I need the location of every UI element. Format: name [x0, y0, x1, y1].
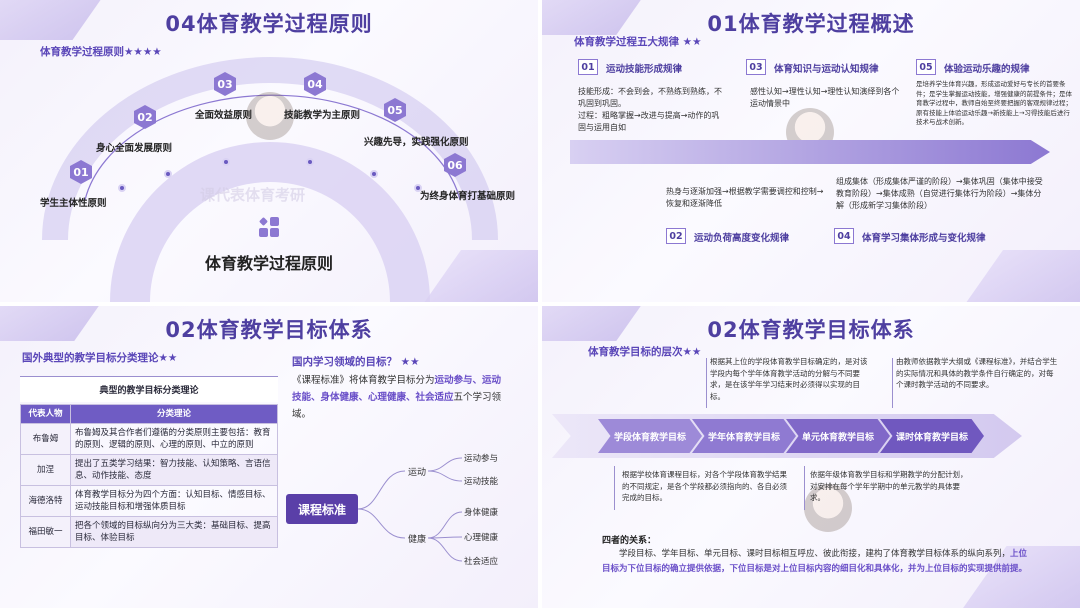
relation-title: 四者的关系： — [602, 536, 657, 546]
table-header: 分类理论 — [70, 404, 278, 424]
level-desc-top: 根据其上位的学段体育教学目标确定的，是对该学段内每个学年体育教学活动的分解与不同… — [710, 357, 868, 401]
principle-label: 为终身体育打基础原则 — [420, 191, 516, 202]
mascot-avatar — [804, 484, 852, 532]
law-num: 04 — [834, 228, 854, 244]
center-label: 体育教学过程原则 — [204, 254, 333, 273]
law-num: 03 — [746, 59, 766, 75]
principle-num: 04 — [304, 72, 326, 96]
mindmap-leaf: 身体健康 — [464, 508, 499, 518]
law-label: 运动负荷高度变化规律 — [694, 233, 790, 244]
timeline-arrow — [570, 140, 1050, 164]
theory-table: 代表人物 分类理论 布鲁姆布鲁姆及其合作者们遵循的分类原则主要包括：教育的原则、… — [20, 404, 278, 548]
slide-teaching-principles: 04体育教学过程原则 体育教学过程原则★★★★ 课代表体育考研 01 学生主体性… — [0, 0, 538, 302]
law-label: 体育知识与运动认知规律 — [774, 64, 879, 75]
level-desc-top: 由教师依据教学大纲或《课程标准》，并结合学生的实际情况和具体的教学条件自行确定的… — [896, 357, 1058, 389]
level-chevron: 学年体育教学目标 — [692, 419, 796, 453]
relation-body: 学段目标、学年目标、单元目标、课时目标相互呼应、彼此衔接，建构了体育教学目标体系… — [619, 549, 1011, 559]
timeline-dot — [414, 184, 422, 192]
table-row: 海德洛特体育教学目标分为四个方面：认知目标、情感目标、运动技能目标和增强体质目标 — [20, 485, 278, 517]
connector-line — [614, 466, 615, 510]
level-chevron: 学段体育教学目标 — [598, 419, 702, 453]
relation-highlight: 上位目标为下位目标的确立提供依据，下位目标是对上位目标内容的细目化和具体化，并为… — [602, 549, 1028, 574]
level-desc-bottom: 依据年级体育教学目标和学期教学的分配计划，对安排在每个学年学期中的单元教学的具体… — [810, 470, 968, 502]
mindmap-leaf: 运动参与 — [464, 454, 499, 464]
slide-title: 01体育教学过程概述 — [707, 12, 915, 36]
mindmap-leaf: 心理健康 — [464, 533, 499, 543]
timeline-dot — [306, 158, 314, 166]
law-text: 热身与逐渐加强→根据教学需要调控和控制→恢复和逐渐降低 — [666, 187, 824, 208]
mindmap-leaf: 社会适应 — [464, 557, 499, 567]
slide-goal-system: 02体育教学目标体系 国外典型的教学目标分类理论★★ 典型的教学目标分类理论 代… — [0, 306, 538, 608]
law-text: 感性认知→理性认知→理性认知演绎到各个运动情景中 — [750, 87, 900, 108]
principle-num: 05 — [384, 98, 406, 122]
law-label: 运动技能形成规律 — [606, 64, 683, 75]
law-num: 02 — [666, 228, 686, 244]
table-header: 代表人物 — [20, 404, 71, 424]
grid-icon — [259, 217, 279, 237]
connector-line — [892, 358, 893, 408]
slide-process-overview: 01体育教学过程概述 体育教学过程五大规律 ★★ 01 运动技能形成规律 技能形… — [542, 0, 1080, 302]
watermark: 课代表体育考研 — [200, 186, 306, 204]
slide-title: 04体育教学过程原则 — [165, 12, 373, 36]
mindmap-root: 课程标准 — [286, 494, 358, 524]
section-subtitle: 体育教学过程原则★★★★ — [40, 46, 162, 58]
table-cell: 福田敏一 — [20, 516, 71, 548]
mascot-avatar — [246, 92, 294, 140]
table-row: 福田敏一把各个领域的目标纵向分为三大类：基础目标、提高目标、体验目标 — [20, 516, 278, 548]
mindmap-leaf: 运动技能 — [464, 477, 499, 487]
timeline-dot — [370, 170, 378, 178]
mindmap-branch: 运动 — [408, 468, 427, 478]
law-text: 组成集体（形成集体严谨的阶段）→集体巩固（集体中接受教育阶段）→集体成熟（自觉进… — [836, 177, 1043, 210]
connector-line — [804, 466, 805, 510]
mindmap-lines — [357, 457, 463, 562]
slide-goal-levels: 02体育教学目标体系 体育教学目标的层次★★ 根据其上位的学段体育教学目标确定的… — [542, 306, 1080, 608]
principle-label: 技能教学为主原则 — [284, 110, 361, 121]
timeline-dot — [164, 170, 172, 178]
law-label: 体验运动乐趣的规律 — [944, 64, 1030, 75]
mindmap-branch: 健康 — [408, 535, 427, 545]
domestic-title: 国内学习领域的目标？ ★★ — [292, 356, 420, 368]
law-num: 01 — [578, 59, 598, 75]
relation-text: 学段目标、学年目标、单元目标、课时目标相互呼应、彼此衔接，建构了体育教学目标体系… — [602, 547, 1032, 577]
domestic-text-pre: 《课程标准》将体育教学目标分为 — [292, 375, 435, 386]
table-cell: 把各个领域的目标纵向分为三大类：基础目标、提高目标、体验目标 — [70, 516, 278, 548]
table-cell: 体育教学目标分为四个方面：认知目标、情感目标、运动技能目标和增强体质目标 — [70, 485, 278, 517]
decor-stripe — [960, 250, 1080, 302]
level-desc-bottom: 根据学校体育课程目标，对各个学段体育教学结果的不同规定，是各个学段都必须指向的、… — [622, 470, 787, 502]
principle-num: 01 — [70, 160, 92, 184]
law-text: 技能形成：不会到会，不熟练到熟练，不巩固到巩固。 过程：粗略掌握→改进与提高→动… — [578, 87, 722, 132]
slide-title: 02体育教学目标体系 — [707, 318, 915, 342]
table-cell: 提出了五类学习结果：智力技能、认知策略、言语信息、动作技能、态度 — [70, 454, 278, 486]
domestic-highlight: 运动参与、运动技能、身体健康、心理健康、社会适应 — [292, 375, 502, 403]
section-subtitle: 体育教学目标的层次★★ — [588, 346, 702, 358]
timeline-dot — [118, 184, 126, 192]
slide-title: 02体育教学目标体系 — [165, 318, 373, 342]
table-row: 加涅提出了五类学习结果：智力技能、认知策略、言语信息、动作技能、态度 — [20, 454, 278, 486]
principle-label: 全面效益原则 — [195, 110, 253, 121]
law-text: 是培养学生体育兴趣，形成运动爱好与专长的首要条件；是学生掌握运动技能，增强健康的… — [916, 80, 1072, 126]
principle-num: 03 — [214, 72, 236, 96]
domestic-text: 《课程标准》将体育教学目标分为运动参与、运动技能、身体健康、心理健康、社会适应五… — [292, 372, 502, 423]
law-label: 体育学习集体形成与变化规律 — [862, 233, 986, 244]
principle-num: 02 — [134, 105, 156, 129]
section-subtitle: 国外典型的教学目标分类理论★★ — [22, 352, 178, 364]
principle-label: 学生主体性原则 — [40, 198, 107, 209]
connector-line — [706, 358, 707, 408]
level-chevron: 课时体育教学目标 — [880, 419, 984, 453]
timeline-dot — [222, 158, 230, 166]
level-chevron: 单元体育教学目标 — [786, 419, 890, 453]
domestic-text-post: 五个学习领域。 — [292, 392, 502, 420]
principle-label: 身心全面发展原则 — [96, 143, 173, 154]
table-cell: 海德洛特 — [20, 485, 71, 517]
table-caption: 典型的教学目标分类理论 — [20, 376, 278, 402]
law-num: 05 — [916, 59, 936, 75]
principle-num: 06 — [444, 153, 466, 177]
section-subtitle: 体育教学过程五大规律 ★★ — [574, 36, 702, 48]
principle-label: 兴趣先导，实践强化原则 — [364, 137, 469, 148]
